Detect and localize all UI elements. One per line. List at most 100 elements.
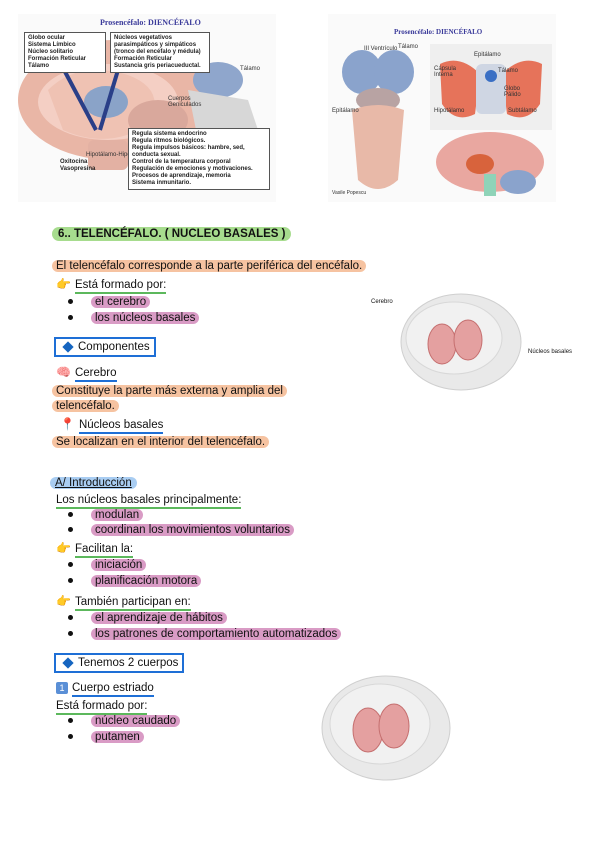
list-item-text: putamen bbox=[91, 731, 144, 743]
list-item-text: el aprendizaje de hábitos bbox=[91, 612, 227, 624]
section-title-text: 6.. TELENCÉFALO. ( NUCLEO BASALES ) bbox=[52, 227, 292, 241]
facilitan-heading: 👉Facilitan la: bbox=[56, 541, 134, 558]
intro-sentence: El telencéfalo corresponde a la parte pe… bbox=[52, 259, 367, 273]
list-item: los patrones de comportamiento automatiz… bbox=[68, 627, 342, 641]
info-box-1: Globo ocular Sistema Límbico Núcleo soli… bbox=[24, 32, 106, 73]
label-epitalamo-r1: Epitálamo bbox=[332, 108, 359, 114]
coronal-section-illustration bbox=[430, 44, 552, 130]
list-item: coordinan los movimientos voluntarios bbox=[68, 523, 294, 537]
brainstem-illustration bbox=[342, 50, 414, 189]
label-subtalamo: Subtálamo bbox=[508, 108, 537, 114]
cerebro-desc-line2: telencéfalo. bbox=[52, 399, 119, 413]
figure-left-title: Prosencéfalo: DIENCÉFALO bbox=[100, 18, 201, 27]
list-item-text: núcleo caudado bbox=[91, 715, 181, 727]
facilitan-label: Facilitan la: bbox=[74, 543, 134, 558]
nucleos-heading: 📍Núcleos basales bbox=[60, 417, 164, 434]
nucleos-title: Núcleos basales bbox=[78, 419, 164, 434]
section-title: 6.. TELENCÉFALO. ( NUCLEO BASALES ) bbox=[52, 227, 292, 241]
lead-sentence: Los núcleos basales principalmente: bbox=[56, 493, 242, 509]
formado-por-label: Está formado por: bbox=[74, 279, 167, 294]
label-hipotalamo-hipofisis: Hipotálamo-Hipófisis bbox=[86, 152, 142, 158]
label-capsula-interna: Cápsula Interna bbox=[434, 66, 457, 78]
number-one-icon: 1 bbox=[56, 682, 68, 694]
pointing-hand-icon: 👉 bbox=[56, 594, 71, 608]
introduccion-heading: A/ Introducción bbox=[50, 476, 137, 490]
figure-credit: Vasile Popescu bbox=[332, 190, 367, 196]
componentes-heading: Componentes bbox=[54, 337, 156, 357]
info-line: Regula sistema endocrino bbox=[132, 131, 207, 137]
list-item-text: modulan bbox=[91, 509, 144, 521]
info-line: Regula impulsos básicos: hambre, sed, co… bbox=[132, 145, 245, 158]
hormone-item: Oxitocina bbox=[60, 159, 88, 165]
list-item: planificación motora bbox=[68, 574, 202, 588]
list-item: los núcleos basales bbox=[68, 311, 200, 325]
list-item: putamen bbox=[68, 730, 144, 744]
list-item: el aprendizaje de hábitos bbox=[68, 611, 227, 625]
red-pin-icon: 📍 bbox=[60, 417, 75, 431]
info-line: Formación Reticular bbox=[28, 56, 87, 62]
list-item: el cerebro bbox=[68, 295, 151, 309]
blue-diamond-icon bbox=[62, 657, 74, 669]
info-line: (tronco del encéfalo y médula) bbox=[114, 49, 201, 55]
participan-heading: 👉También participan en: bbox=[56, 594, 191, 611]
info-box-2: Núcleos vegetativos parasimpáticos y sim… bbox=[110, 32, 210, 73]
lead-text: Los núcleos basales principalmente: bbox=[56, 494, 242, 509]
cerebro-title: Cerebro bbox=[74, 367, 117, 382]
pointing-hand-icon: 👉 bbox=[56, 541, 71, 555]
list-item: modulan bbox=[68, 508, 144, 522]
list-item: iniciación bbox=[68, 558, 147, 572]
info-line: Sistema inmunitario. bbox=[132, 180, 192, 186]
info-line: Sustancia gris periacueductal. bbox=[114, 63, 201, 69]
info-line: Control de la temperatura corporal bbox=[132, 159, 231, 165]
brain-basal-nuclei-figure-1 bbox=[400, 293, 522, 391]
bullet-icon bbox=[68, 562, 73, 568]
list-item: núcleo caudado bbox=[68, 714, 181, 728]
label-hipotalamo: Hipotálamo bbox=[434, 108, 465, 114]
label-talamo: Tálamo bbox=[240, 66, 261, 72]
figure-right-title: Prosencéfalo: DIENCÉFALO bbox=[394, 28, 483, 36]
cerebro-desc-line1: Constituye la parte más externa y amplia… bbox=[52, 384, 287, 398]
info-line: Procesos de aprendizaje, memoria bbox=[132, 173, 231, 179]
info-line: Tálamo bbox=[28, 63, 50, 69]
list-item-text: coordinan los movimientos voluntarios bbox=[91, 524, 294, 536]
figure-right-diencefalo: Prosencéfalo: DIENCÉFALO III Ventrículo … bbox=[328, 14, 556, 202]
list-item-text: los núcleos basales bbox=[91, 312, 200, 324]
label-globo-palido: Globo Pálido bbox=[504, 86, 521, 98]
bullet-icon bbox=[68, 512, 73, 518]
hormones-list: Oxitocina Vasopresina bbox=[60, 159, 95, 173]
label-epitalamo-r2: Epitálamo bbox=[474, 52, 501, 58]
participan-label: También participan en: bbox=[74, 596, 191, 611]
info-line: Núcleo solitario bbox=[28, 49, 74, 55]
cuerpos-box: Tenemos 2 cuerpos bbox=[54, 653, 185, 673]
label-iii-ventriculo: III Ventrículo bbox=[364, 46, 398, 52]
blue-diamond-icon bbox=[62, 341, 74, 353]
brain-icon: 🧠 bbox=[56, 365, 71, 379]
formado-por-heading: 👉Está formado por: bbox=[56, 277, 167, 294]
intro-text: El telencéfalo corresponde a la parte pe… bbox=[52, 260, 367, 272]
cerebro-desc-text: telencéfalo. bbox=[52, 400, 119, 412]
introduccion-title: A/ Introducción bbox=[50, 477, 137, 489]
bullet-icon bbox=[68, 734, 73, 740]
bullet-icon bbox=[68, 299, 73, 305]
cuerpos-heading: Tenemos 2 cuerpos bbox=[54, 653, 185, 673]
info-line: Formación Reticular bbox=[114, 56, 173, 62]
bullet-icon bbox=[68, 631, 73, 637]
cuerpos-formado-label: Está formado por: bbox=[56, 700, 148, 715]
bullet-icon bbox=[68, 578, 73, 584]
label-cuerpos-geniculados: Cuerpos Geniculados bbox=[168, 96, 202, 108]
componentes-box: Componentes bbox=[54, 337, 156, 357]
pointing-hand-icon: 👉 bbox=[56, 277, 71, 291]
label-talamo-r2: Tálamo bbox=[498, 68, 519, 74]
hormone-item: Vasopresina bbox=[60, 166, 96, 172]
label-talamo-r1: Tálamo bbox=[398, 44, 419, 50]
bullet-icon bbox=[68, 718, 73, 724]
cerebro-desc-text: Constituye la parte más externa y amplia… bbox=[52, 385, 287, 397]
componentes-label: Componentes bbox=[78, 341, 150, 353]
info-line: Globo ocular bbox=[28, 35, 66, 41]
nucleos-desc-text: Se localizan en el interior del telencéf… bbox=[52, 436, 270, 448]
info-line: Núcleos vegetativos bbox=[114, 35, 173, 41]
brain1-label-nucleos: Núcleos basales bbox=[528, 349, 573, 355]
info-line: Regulación de emociones y motivaciones. bbox=[132, 166, 253, 172]
cuerpos-formado-por: Está formado por: bbox=[56, 699, 148, 715]
